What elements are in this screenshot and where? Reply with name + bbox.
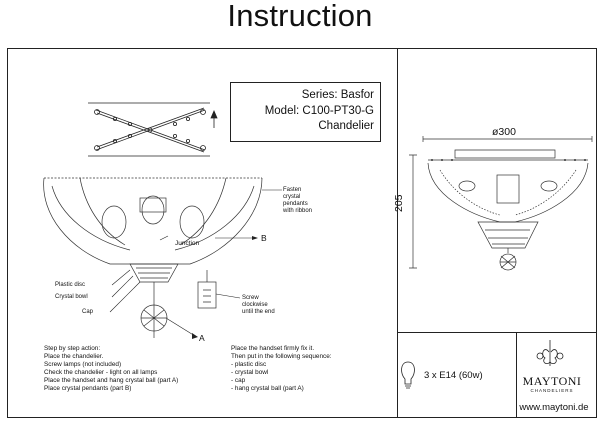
divider-vertical — [397, 49, 398, 417]
height-dimension: 205 — [393, 194, 405, 212]
bulb-icon — [401, 361, 415, 389]
bowl-drawing — [43, 177, 263, 338]
type-label: Chandelier — [318, 120, 374, 132]
plastic-disc-label: Plastic disc — [55, 282, 86, 288]
screw-callout: Screw clockwise until the end — [242, 295, 275, 315]
page-title: Instruction — [227, 0, 373, 33]
model-label: Model: C100-PT30-G — [264, 104, 374, 117]
elevation-drawing — [409, 136, 593, 271]
list-item: Screw lamps (not included) — [44, 361, 122, 368]
width-dimension: ø300 — [492, 126, 516, 138]
callout-arrows — [192, 236, 258, 339]
maytoni-logo — [536, 340, 564, 366]
series-label: Series: Basfor — [301, 89, 374, 101]
list-item: Place the handset firmly fix it. — [231, 345, 315, 352]
divider-footer — [516, 332, 517, 417]
crystal-dots — [431, 159, 586, 161]
list-item: - crystal bowl — [231, 369, 269, 376]
list-item: Then put in the following sequence: — [231, 353, 332, 360]
steps-right: Place the handset firmly fix it. Then pu… — [231, 345, 332, 393]
list-item: Place crystal pendants (part B) — [44, 385, 132, 392]
fasten-callout: Fasten crystal pendants with ribbon — [283, 187, 313, 214]
list-item: Place the chandelier. — [44, 353, 104, 360]
up-arrow-icon — [210, 109, 218, 128]
crystal-bowl-label: Crystal bowl — [55, 294, 88, 300]
bulb-spec: 3 x E14 (60w) — [424, 370, 483, 381]
list-item: - hang crystal ball (part A) — [231, 385, 304, 392]
list-item: Check the chandelier - light on all lamp… — [44, 369, 158, 376]
list-item: Step by step action: — [44, 345, 101, 352]
list-item: Place the handset and hang crystal ball … — [44, 377, 179, 384]
spec-box: Series: Basfor Model: C100-PT30-G Chande… — [230, 82, 381, 142]
brand-name: MAYTONI — [522, 374, 582, 388]
steps-left: Step by step action: Place the chandelie… — [44, 345, 178, 393]
brand-url: www.maytoni.de — [519, 402, 589, 413]
list-item: - plastic disc — [231, 361, 267, 368]
cap-label: Cap — [82, 309, 94, 315]
crossed-rods-drawing — [88, 102, 210, 157]
part-a-label: A — [199, 333, 205, 343]
instruction-sheet — [7, 48, 597, 418]
callout-lines — [109, 189, 282, 337]
divider-horizontal — [397, 332, 597, 333]
junction-label: Junction — [175, 240, 200, 247]
brand-tagline: CHANDELIERS — [530, 388, 574, 393]
list-item: - cap — [231, 377, 246, 384]
part-b-label: B — [261, 233, 267, 243]
